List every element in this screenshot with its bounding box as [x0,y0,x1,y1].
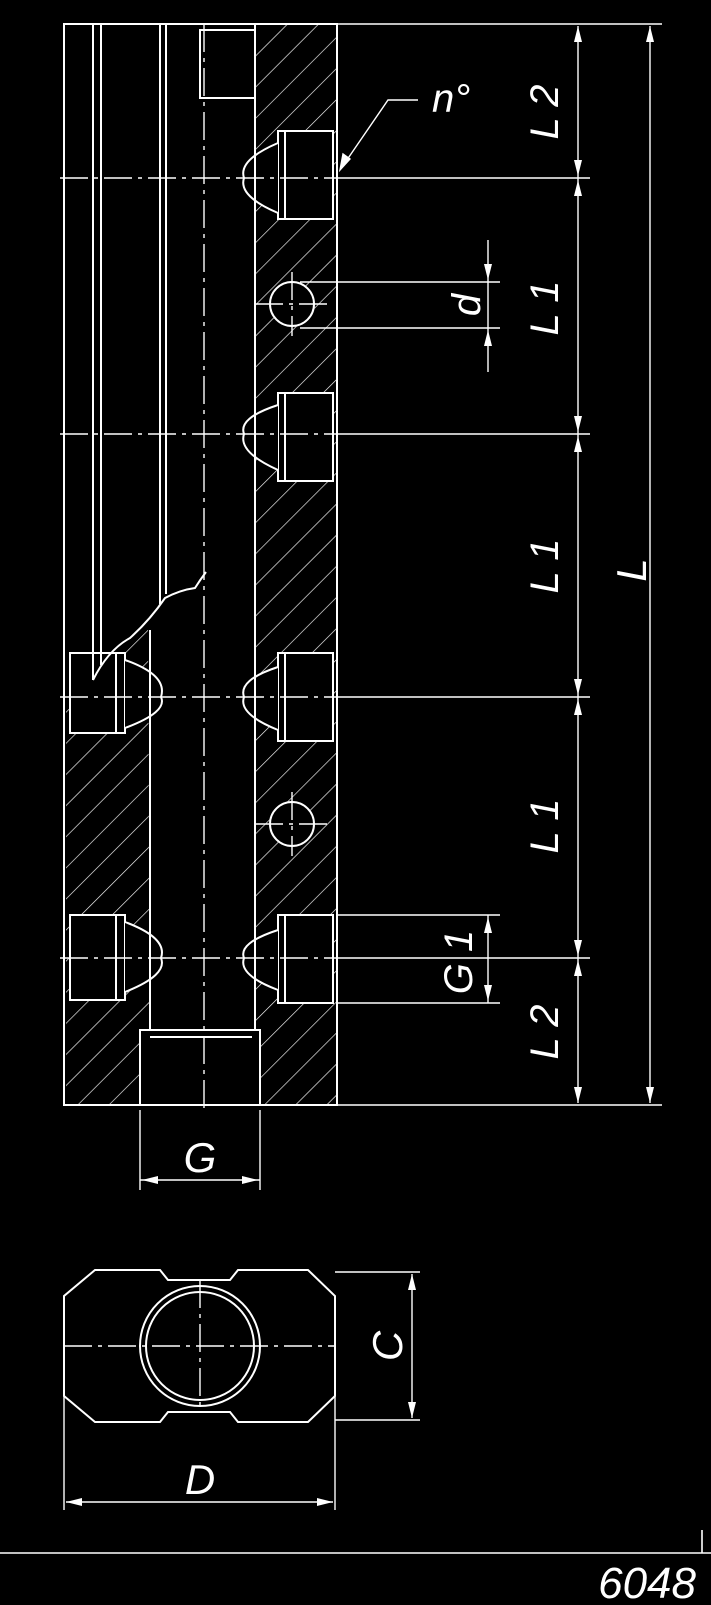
leader-n [338,99,418,173]
end-view [63,1269,420,1510]
label-G: G [184,1134,217,1181]
label-L2-bottom: L 2 [523,1005,567,1060]
label-d: d [445,292,489,316]
label-L1-c: L 1 [523,799,567,854]
dimension-arrows [142,26,654,1184]
end-view-arrows [66,1274,416,1506]
label-L: L [608,558,655,581]
label-G1: G 1 [437,930,481,994]
center-lines [60,24,340,1110]
center-bore [150,24,255,1105]
end-view-outline [63,1269,336,1423]
label-L2-top: L 2 [523,85,567,140]
port-pocket-2 [277,392,334,482]
label-L1-b: L 1 [523,539,567,594]
bottom-port [139,1029,261,1106]
port-pocket-4 [277,914,334,1004]
top-port [199,29,256,99]
port-pocket-1 [277,130,334,220]
drawing-number: 6048 [598,1559,696,1605]
dimension-lines [139,23,662,1190]
label-L1-a: L 1 [523,281,567,336]
side-view [63,23,338,1106]
label-n-degree: n° [432,77,470,121]
title-block [0,1530,711,1554]
break-line [92,571,207,681]
label-D: D [185,1456,215,1503]
label-C: C [364,1330,411,1361]
